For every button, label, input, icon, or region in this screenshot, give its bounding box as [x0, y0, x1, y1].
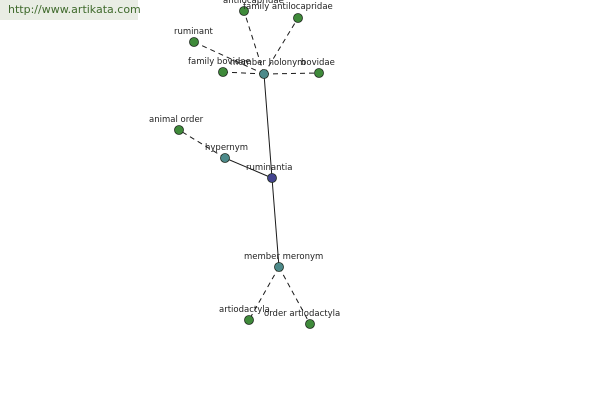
term-label-artiodactyla: artiodactyla: [219, 305, 270, 315]
edge-family-antilocapridae: [263, 17, 299, 75]
graph-nodes: [174, 6, 324, 329]
term-label-family-bovidae: family bovidae: [188, 57, 251, 67]
term-label-animal-order: animal order: [149, 115, 204, 125]
term-label-family-antilocapridae: family antilocapridae: [243, 2, 333, 12]
edge-family-bovidae: [222, 71, 265, 75]
term-label-antilocapridae: antilocapridae: [223, 0, 284, 6]
term-node-bovidae[interactable]: [314, 68, 324, 78]
edge-holonym: [263, 73, 273, 179]
graph-edges: [178, 10, 320, 325]
edge-artiodactyla: [248, 266, 280, 321]
relation-node-holonym[interactable]: [259, 69, 269, 79]
relation-label-meronym: member meronym: [244, 252, 323, 262]
edge-antilocapridae: [243, 10, 265, 75]
term-label-bovidae: bovidae: [301, 58, 335, 68]
term-node-ruminant[interactable]: [189, 37, 199, 47]
term-label-order-artiodactyla: order artiodactyla: [264, 309, 340, 319]
center-node[interactable]: [267, 173, 277, 183]
term-node-animal-order[interactable]: [174, 125, 184, 135]
center-label: ruminantia: [246, 163, 292, 173]
relation-node-hypernym[interactable]: [220, 153, 230, 163]
edge-hypernym: [224, 157, 273, 179]
edge-order-artiodactyla: [278, 266, 311, 325]
term-node-artiodactyla[interactable]: [244, 315, 254, 325]
term-node-order-artiodactyla[interactable]: [305, 319, 315, 329]
relation-label-hypernym: hypernym: [205, 143, 248, 153]
term-node-family-bovidae[interactable]: [218, 67, 228, 77]
term-node-antilocapridae[interactable]: [239, 6, 249, 16]
watermark-link[interactable]: http://www.artikata.com: [0, 0, 141, 20]
term-node-family-antilocapridae[interactable]: [293, 13, 303, 23]
relation-node-meronym[interactable]: [274, 262, 284, 272]
edge-bovidae: [263, 72, 320, 75]
relation-label-holonym: member holonym: [230, 58, 305, 68]
edge-meronym: [271, 177, 280, 268]
term-label-ruminant: ruminant: [174, 27, 214, 37]
edge-ruminant: [193, 41, 265, 75]
